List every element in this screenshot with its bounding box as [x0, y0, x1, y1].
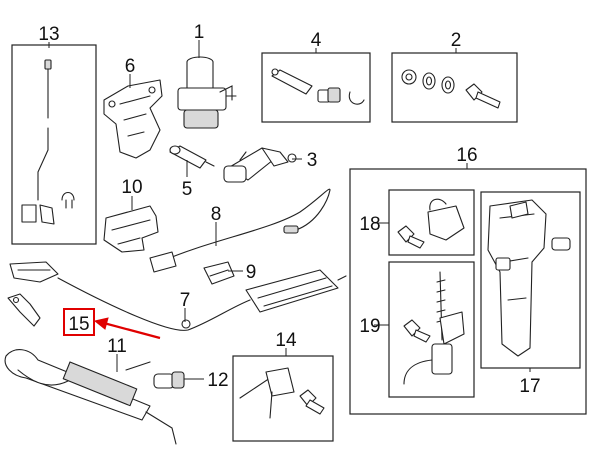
highlight-arrow: [93, 317, 161, 340]
group-box-14: [232, 355, 334, 442]
callout-15: 15: [68, 314, 89, 335]
part-5-pin: [169, 145, 215, 169]
part-13-rods: [21, 59, 75, 225]
group-box-2: [391, 52, 518, 123]
callout-5: 5: [182, 179, 193, 200]
group-box-19: [388, 261, 475, 398]
callout-1: 1: [194, 22, 205, 43]
callout-7: 7: [180, 290, 191, 311]
leader-lines: [48, 40, 531, 380]
callout-19: 19: [359, 316, 380, 337]
part-14-sensor: [239, 367, 325, 419]
callout-12: 12: [207, 370, 228, 391]
callout-13: 13: [38, 24, 59, 45]
part-7-cable-assembly: [9, 261, 347, 331]
part-9-clip: [203, 261, 235, 285]
highlight-box-15: [63, 308, 95, 336]
part-2-washers-bolt: [401, 69, 501, 109]
callout-9: 9: [246, 262, 257, 283]
group-box-4: [261, 52, 371, 123]
callout-4: 4: [311, 30, 322, 51]
group-box-13: [11, 44, 97, 245]
part-12-plug: [153, 371, 185, 389]
callout-6: 6: [125, 56, 136, 77]
part-8-cable: [149, 188, 331, 273]
callout-17: 17: [519, 376, 540, 397]
callout-10: 10: [121, 177, 142, 198]
group-box-16: [349, 168, 587, 415]
part-6-bracket: [103, 79, 163, 159]
part-4-hardware: [271, 68, 365, 105]
part-18-switch: [397, 198, 465, 249]
part-3-actuator: [223, 147, 297, 183]
callout-11: 11: [107, 336, 127, 357]
part-10-bracket: [103, 205, 159, 253]
part-15-lever: [7, 293, 41, 327]
callout-14: 14: [275, 330, 297, 351]
callout-18: 18: [359, 214, 380, 235]
callout-2: 2: [451, 30, 462, 51]
callout-8: 8: [211, 204, 222, 225]
callout-3: 3: [307, 150, 318, 171]
part-11-cylinder: [4, 349, 177, 445]
part-19-spindle-motor: [403, 271, 465, 385]
part-1-pump-motor: [177, 56, 237, 129]
part-17-bracket: [487, 199, 571, 357]
callout-16: 16: [456, 145, 477, 166]
